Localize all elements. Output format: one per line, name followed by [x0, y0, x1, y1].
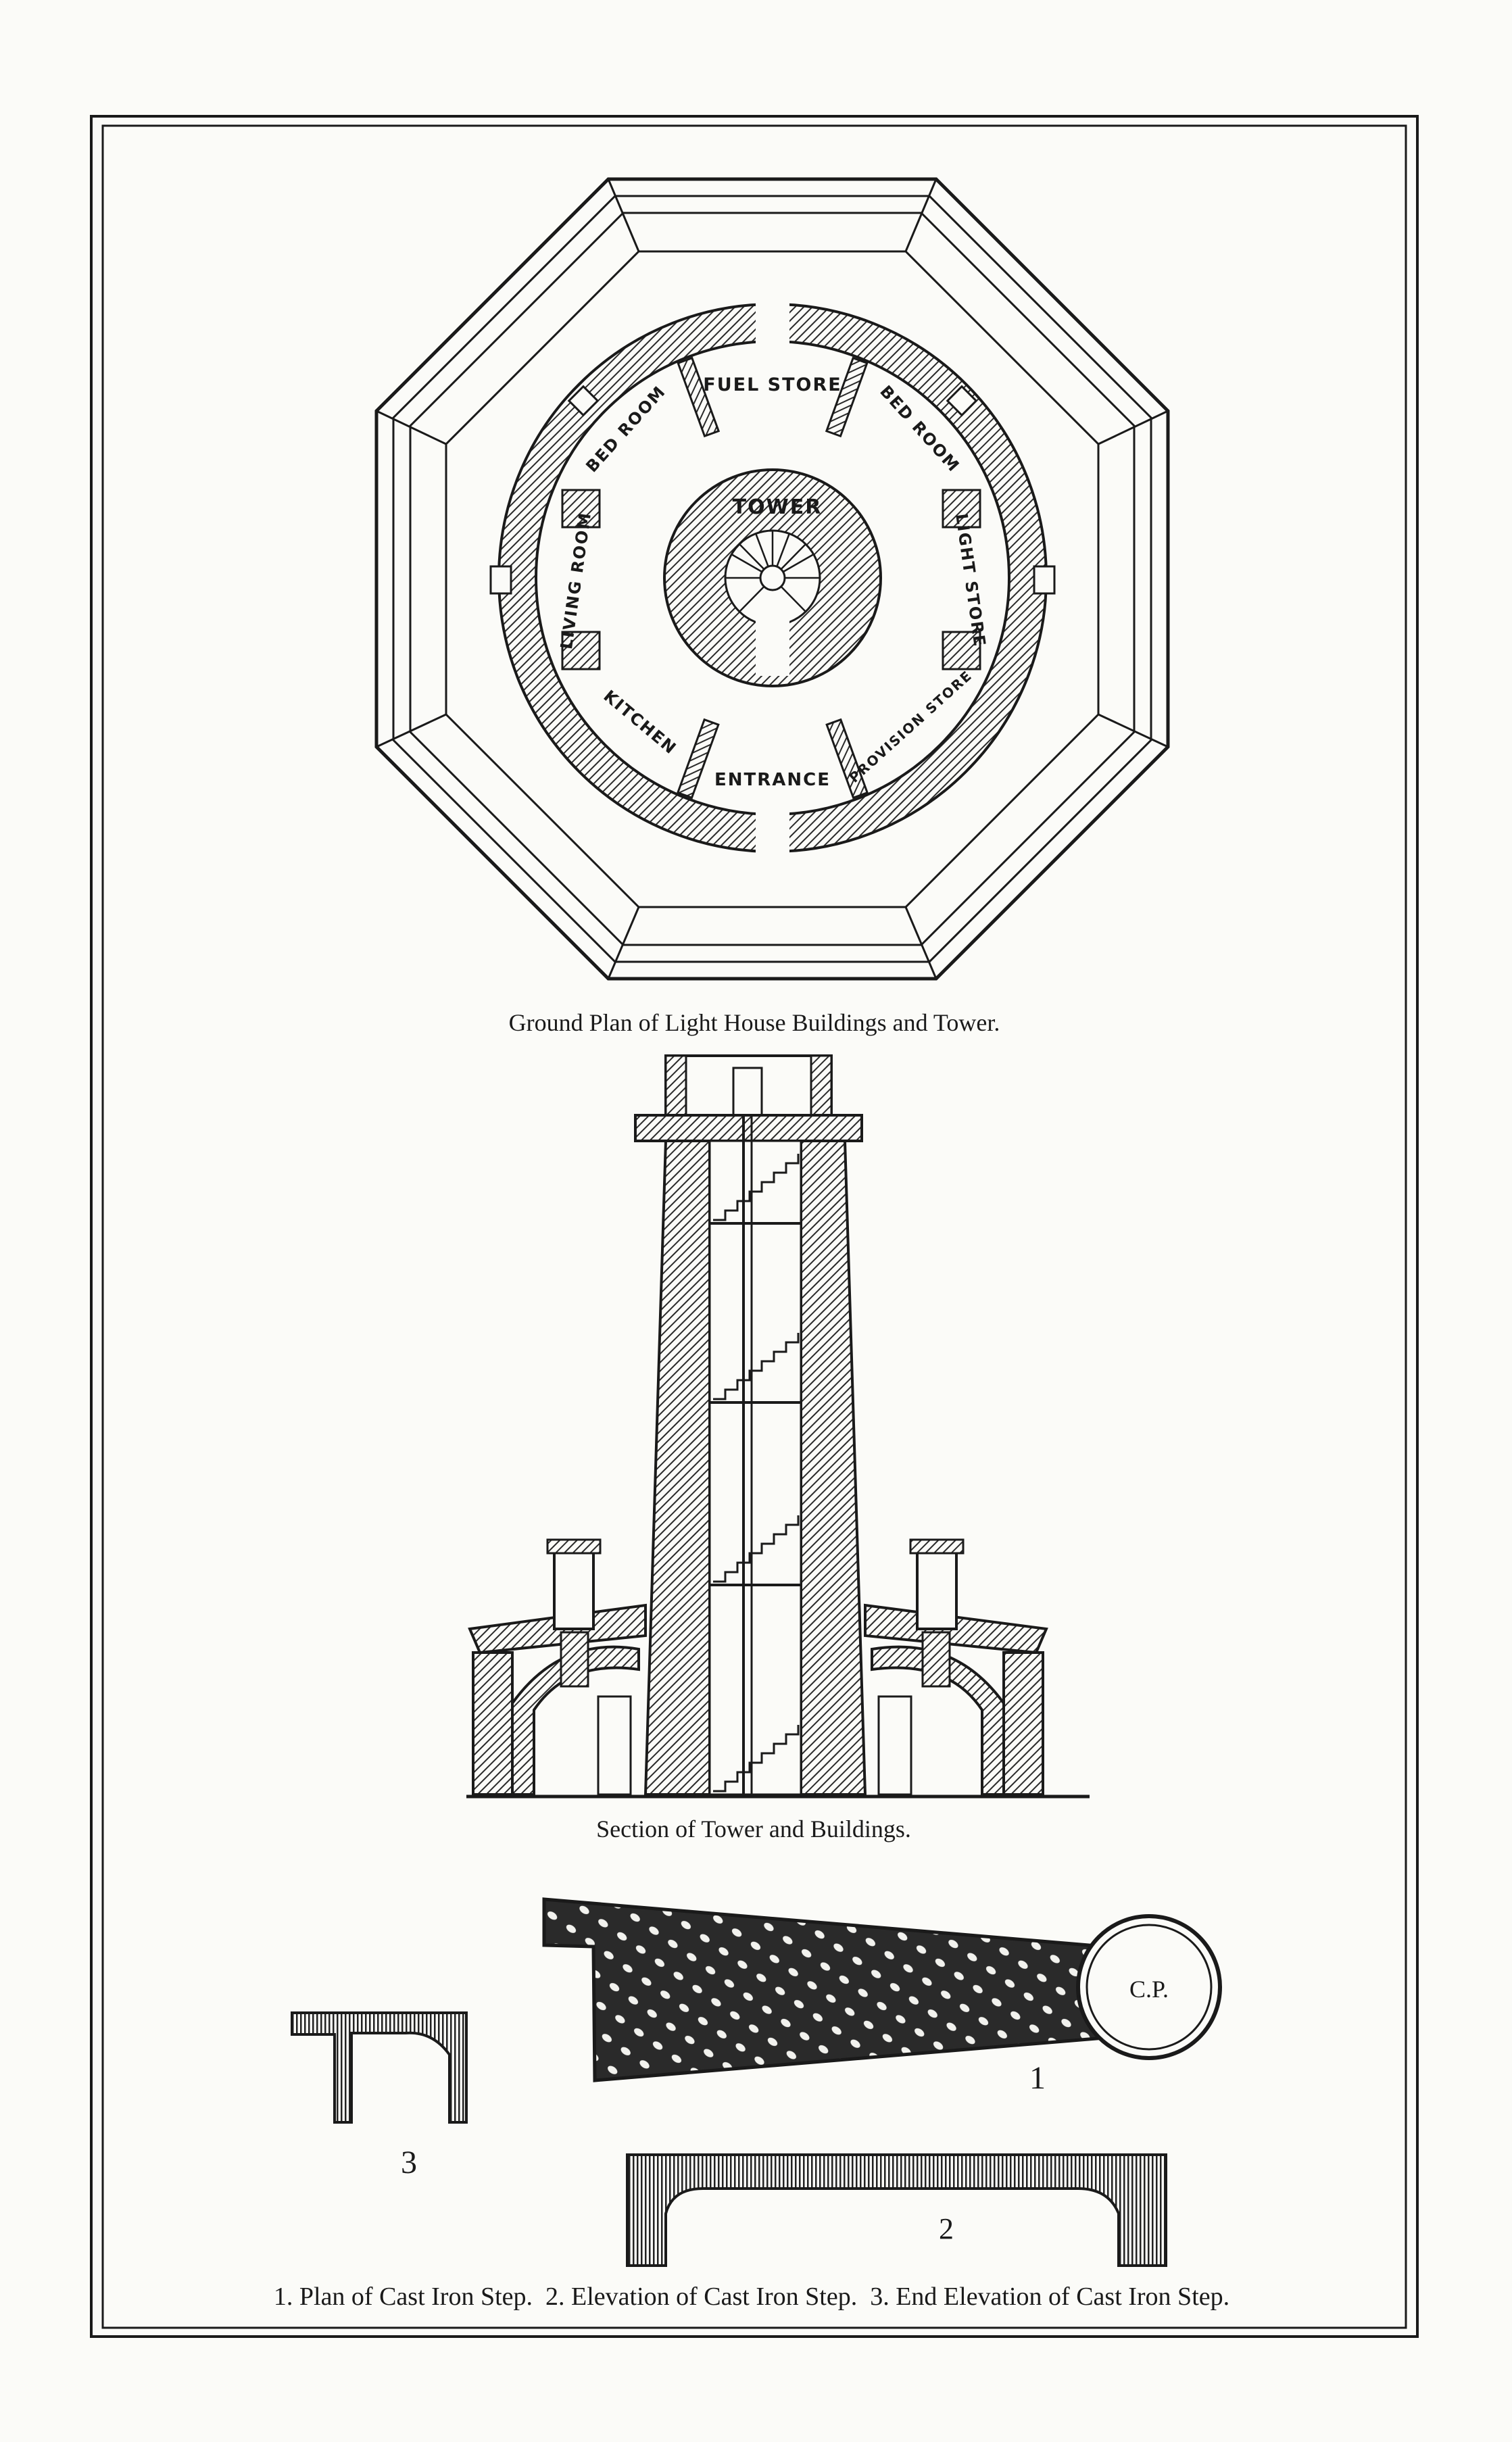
right-arch	[871, 1645, 1005, 1796]
tower-wall-right	[800, 1140, 867, 1796]
outer-border	[90, 115, 1419, 2338]
left-door	[597, 1695, 632, 1796]
lantern-right-block	[810, 1054, 833, 1117]
tower-cornice	[634, 1114, 863, 1142]
octagon-corner-lines	[376, 178, 1169, 979]
right-door	[877, 1695, 912, 1796]
tower-interior	[708, 1140, 802, 1796]
right-chimney-cap	[909, 1538, 965, 1555]
inner-border	[101, 124, 1407, 2329]
figure-1-number: 1	[1029, 2060, 1046, 2096]
chimney-blocks	[561, 489, 981, 670]
window-notches	[489, 385, 1056, 595]
section-caption: Section of Tower and Buildings.	[596, 1815, 911, 1842]
cast-iron-step-figures: C.P. 1 3 2 1. Plan of Cast Iron Step. 2.…	[274, 1897, 1229, 2311]
tower-door	[756, 608, 789, 676]
lantern-door	[732, 1067, 763, 1117]
ground-plan-figure: FUEL STORE BED ROOM BED ROOM LIVING ROOM…	[374, 177, 1170, 1036]
door-gap-bottom	[756, 811, 789, 858]
room-fuel-store: FUEL STORE	[703, 374, 842, 395]
left-chimney	[553, 1546, 595, 1630]
lantern-left-block	[664, 1054, 687, 1117]
ground-plan-caption: Ground Plan of Light House Buildings and…	[509, 1009, 1000, 1036]
figure-2-number: 2	[939, 2212, 954, 2245]
left-arch	[511, 1645, 640, 1796]
right-building-outer-wall	[1002, 1651, 1044, 1796]
left-chimney-cap	[546, 1538, 602, 1555]
step-end-elevation	[291, 2011, 468, 2124]
right-chimney	[916, 1546, 958, 1630]
step-plan-tread	[542, 1897, 1107, 2082]
step-elevation	[626, 2153, 1167, 2267]
floor-lines	[710, 1222, 801, 1586]
step-plan-collar-inner	[1086, 1924, 1213, 2051]
door-gap-top	[756, 297, 789, 345]
cp-label: C.P.	[1129, 1976, 1169, 2003]
stair-newel	[759, 564, 786, 591]
left-fireplace	[560, 1631, 589, 1688]
figure-3-number: 3	[401, 2145, 417, 2180]
room-entrance: ENTRANCE	[714, 770, 831, 790]
steps-caption: 1. Plan of Cast Iron Step. 2. Elevation …	[274, 2282, 1229, 2311]
right-fireplace	[921, 1631, 951, 1688]
tower-section-figure: Section of Tower and Buildings.	[466, 1054, 1090, 1842]
room-tower: TOWER	[733, 495, 823, 519]
left-building-outer-wall	[472, 1651, 514, 1796]
partition-walls	[676, 356, 869, 800]
staircases	[713, 1154, 800, 1792]
tower-wall-left	[643, 1140, 711, 1796]
